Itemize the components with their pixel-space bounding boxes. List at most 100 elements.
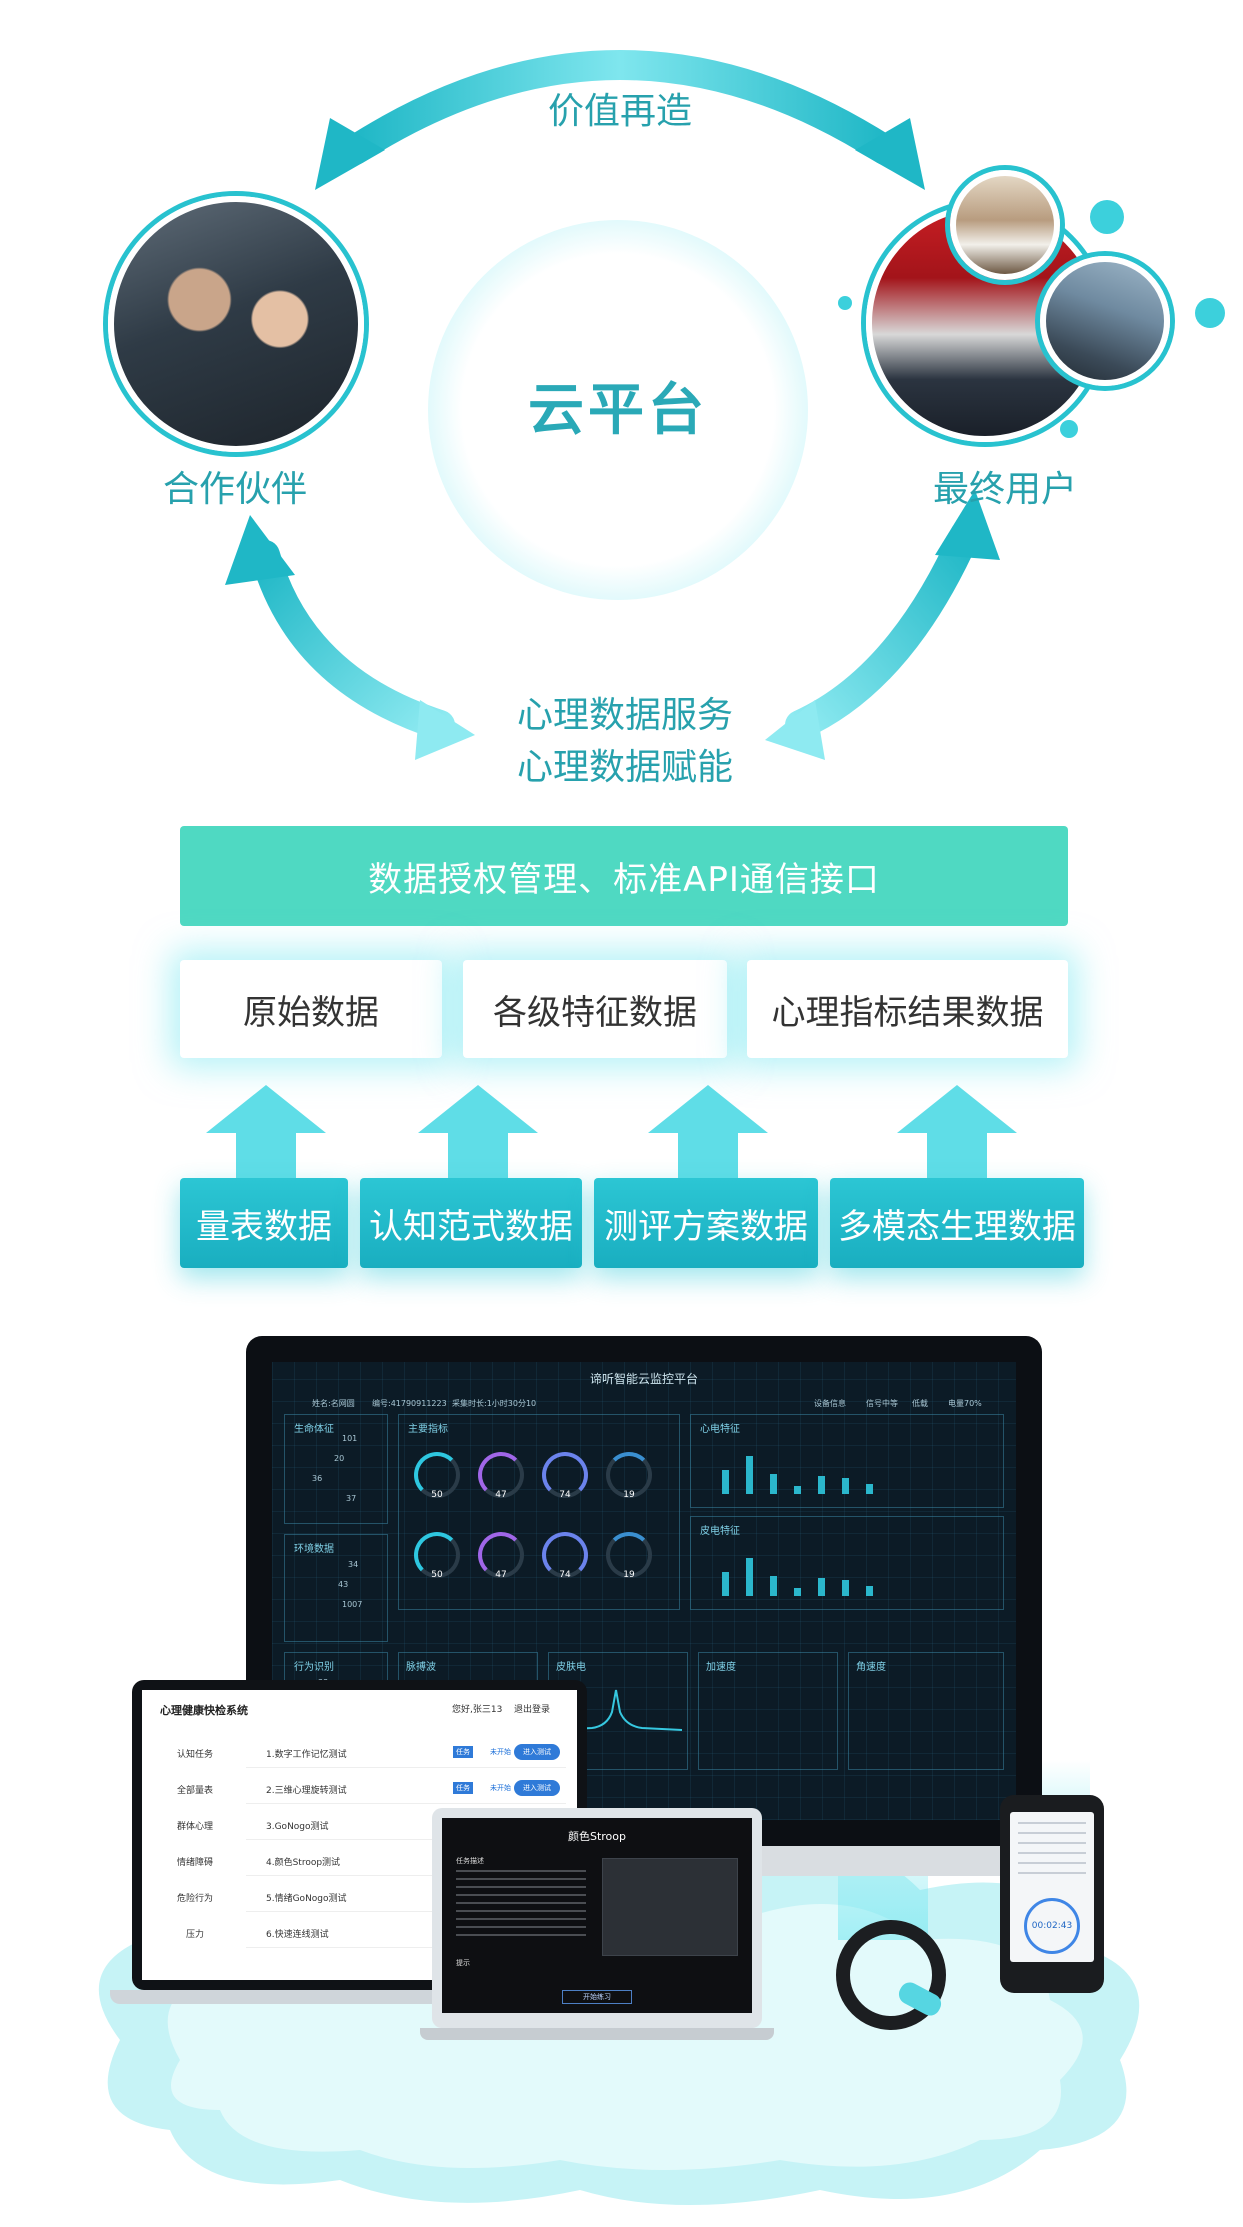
skin-bar bbox=[866, 1586, 873, 1596]
skin-bar bbox=[794, 1588, 801, 1596]
vital-value: 37 bbox=[346, 1494, 357, 1503]
vitals-panel bbox=[284, 1414, 388, 1524]
env-value: 34 bbox=[348, 1560, 359, 1569]
start-practice-button[interactable]: 开始练习 bbox=[562, 1990, 632, 2004]
wave-panel bbox=[698, 1652, 838, 1770]
cycle-arrows bbox=[225, 50, 1000, 760]
gauge-value: 74 bbox=[559, 1570, 571, 1580]
gauge-value: 50 bbox=[431, 1570, 443, 1580]
test-label: 4.颜色Stroop测试 bbox=[266, 1858, 341, 1868]
example-panel bbox=[602, 1858, 738, 1956]
skin-wave-line bbox=[552, 1689, 682, 1731]
wave-heading: 加速度 bbox=[706, 1662, 736, 1673]
logout-link[interactable]: 退出登录 bbox=[514, 1705, 551, 1715]
wave-panel bbox=[848, 1652, 1004, 1770]
env-value: 43 bbox=[338, 1580, 349, 1589]
test-row[interactable]: 4.颜色Stroop测试 bbox=[246, 1846, 566, 1876]
gauge bbox=[606, 1532, 652, 1578]
sidebar-item-group[interactable]: 群体心理 bbox=[176, 1821, 213, 1832]
decor-bubble bbox=[1195, 298, 1225, 328]
enter-test-button[interactable]: 进入测试 bbox=[514, 1744, 560, 1760]
gauge-value: 19 bbox=[623, 1570, 635, 1580]
subject-id: 编号:41790911223 bbox=[372, 1399, 447, 1408]
cloud-platform-label: 云平台 bbox=[528, 378, 708, 443]
sidebar-item-scales[interactable]: 全部量表 bbox=[176, 1785, 213, 1796]
sidebar-item-cognitive[interactable]: 认知任务 bbox=[176, 1749, 213, 1760]
gauge-value: 74 bbox=[559, 1490, 571, 1500]
sidebar-item-emotion[interactable]: 情绪障碍 bbox=[176, 1857, 213, 1868]
decor-bubble bbox=[838, 296, 852, 310]
feature-data-box: 各级特征数据 bbox=[463, 960, 727, 1058]
sidebar-item-stress[interactable]: 压力 bbox=[185, 1929, 204, 1940]
test-row: 2.三维心理旋转测试 任务 未开始 进入测试 bbox=[246, 1774, 566, 1804]
timer-display: 00:02:43 bbox=[1024, 1898, 1080, 1954]
value-arc-arrow bbox=[340, 50, 900, 165]
gauge-value: 47 bbox=[495, 1490, 507, 1500]
test-row[interactable]: 3.GoNogo测试 bbox=[246, 1810, 566, 1840]
stroop-screen: 颜色Stroop 任务描述 提示 开始练习 bbox=[442, 1818, 752, 2013]
raw-data-box: 原始数据 bbox=[180, 960, 442, 1058]
main-indicators-panel bbox=[398, 1414, 680, 1610]
enter-test-button[interactable]: 进入测试 bbox=[514, 1780, 560, 1796]
ecg-bar bbox=[818, 1476, 825, 1494]
end-user-label: 最终用户 bbox=[932, 469, 1077, 510]
wave-heading: 皮肤电 bbox=[556, 1662, 586, 1673]
env-value: 1007 bbox=[342, 1600, 363, 1609]
gauge bbox=[478, 1452, 524, 1498]
skin-bar bbox=[722, 1572, 729, 1596]
test-label: 2.三维心理旋转测试 bbox=[266, 1786, 347, 1796]
ecg-bar bbox=[722, 1470, 729, 1494]
ecg-bar bbox=[770, 1474, 777, 1494]
user-greeting: 您好,张三13 bbox=[452, 1705, 503, 1715]
skin-bar bbox=[770, 1576, 777, 1596]
dashboard-title: 谛听智能云监控平台 bbox=[589, 1372, 698, 1386]
test-row[interactable]: 5.情绪GoNogo测试 bbox=[246, 1882, 566, 1912]
value-recreate-label: 价值再造 bbox=[547, 91, 692, 132]
stroop-title: 颜色Stroop bbox=[567, 1830, 627, 1843]
skin-bar bbox=[818, 1578, 825, 1596]
description-lines bbox=[456, 1870, 586, 1940]
vital-value: 101 bbox=[342, 1434, 358, 1443]
status-battery: 电量70% bbox=[948, 1399, 982, 1408]
skin-bar bbox=[842, 1580, 849, 1596]
behavior-heading: 行为识别 bbox=[294, 1662, 334, 1673]
gauge-value: 47 bbox=[495, 1570, 507, 1580]
partner-label: 合作伙伴 bbox=[162, 469, 307, 510]
multimodal-physio-data-box: 多模态生理数据 bbox=[830, 1178, 1084, 1268]
test-label: 1.数字工作记忆测试 bbox=[266, 1750, 347, 1760]
main-indicators-heading: 主要指标 bbox=[408, 1424, 448, 1435]
ecg-bar bbox=[866, 1484, 873, 1494]
skin-heading: 皮电特征 bbox=[700, 1526, 740, 1537]
ecg-panel bbox=[690, 1414, 1004, 1508]
data-empower-line: 心理数据赋能 bbox=[516, 747, 733, 788]
environment-heading: 环境数据 bbox=[294, 1544, 334, 1555]
status-device: 设备信息 bbox=[814, 1399, 846, 1408]
gauge bbox=[414, 1452, 460, 1498]
up-arrow-icon bbox=[897, 1085, 1017, 1185]
skin-panel bbox=[690, 1516, 1004, 1610]
gauge bbox=[542, 1452, 588, 1498]
ecg-bar bbox=[794, 1486, 801, 1494]
ecg-heading: 心电特征 bbox=[700, 1424, 740, 1435]
task-tag: 任务 bbox=[453, 1746, 473, 1758]
gauge-value: 50 bbox=[431, 1490, 443, 1500]
cognitive-paradigm-data-box: 认知范式数据 bbox=[360, 1178, 582, 1268]
sidebar-item-risk[interactable]: 危险行为 bbox=[176, 1893, 213, 1904]
data-service-label: 心理数据服务 心理数据赋能 bbox=[430, 690, 820, 794]
up-arrow-icon bbox=[418, 1085, 538, 1185]
tip-heading: 提示 bbox=[456, 1959, 470, 1967]
vital-value: 20 bbox=[334, 1454, 345, 1463]
up-arrow-icon bbox=[206, 1085, 326, 1185]
collection-time: 采集时长:1小时30分10 bbox=[452, 1399, 537, 1408]
task-tag: 任务 bbox=[453, 1782, 473, 1794]
ecg-bar bbox=[746, 1456, 753, 1494]
handheld-lines bbox=[1018, 1822, 1086, 1882]
decor-bubble bbox=[1060, 420, 1078, 438]
test-label: 3.GoNogo测试 bbox=[266, 1822, 329, 1832]
app-title: 心理健康快检系统 bbox=[160, 1704, 248, 1717]
test-label: 6.快速连线测试 bbox=[266, 1930, 329, 1940]
test-row[interactable]: 6.快速连线测试 bbox=[246, 1918, 566, 1948]
partner-service-arrow bbox=[250, 540, 455, 740]
test-status: 未开始 bbox=[490, 1784, 511, 1792]
jets-photo bbox=[1040, 256, 1170, 386]
